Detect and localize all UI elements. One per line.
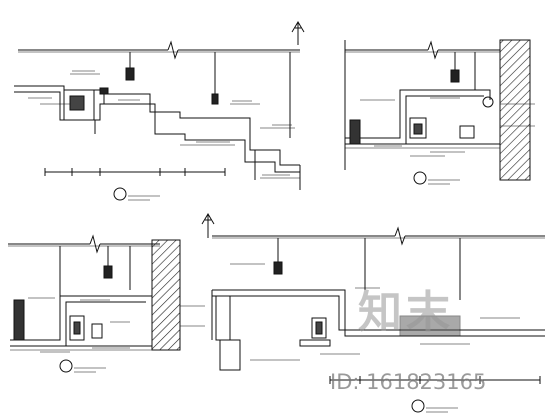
watermark-logo: 知末	[358, 287, 454, 338]
section-top-right	[344, 39, 535, 185]
section-bottom-right	[211, 226, 545, 413]
section-top-left	[14, 21, 305, 201]
north-arrow-icon	[201, 213, 215, 238]
watermark-id: ID: 161823165	[330, 370, 487, 394]
section-bottom-left	[8, 213, 215, 373]
north-arrow-icon	[291, 21, 305, 45]
